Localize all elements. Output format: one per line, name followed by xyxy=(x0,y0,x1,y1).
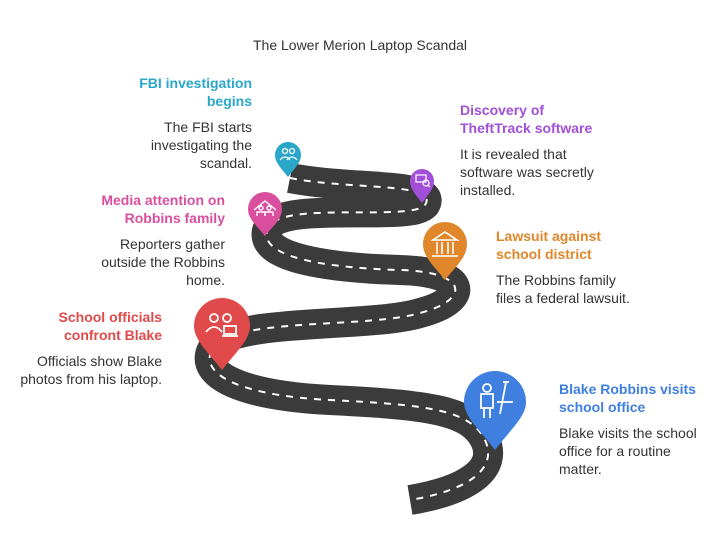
fbi-agents-icon xyxy=(279,147,298,161)
step-heading: Discovery of TheftTrack software xyxy=(460,102,593,136)
pin-theftrack-discovery xyxy=(410,169,434,203)
student-office-icon xyxy=(480,381,513,418)
step-heading: Blake Robbins visits school office xyxy=(559,381,696,415)
officials-laptop-icon xyxy=(205,313,238,337)
step-heading: Lawsuit against school district xyxy=(496,228,602,262)
step-media-attention: Media attention on Robbins family Report… xyxy=(80,191,225,289)
courthouse-icon xyxy=(430,231,460,257)
pin-fbi-investigation xyxy=(275,142,301,177)
step-fbi-investigation: FBI investigation begins The FBI starts … xyxy=(110,74,252,172)
step-officials-confront: School officials confront Blake Official… xyxy=(20,308,162,388)
step-heading: School officials confront Blake xyxy=(58,309,162,343)
pin-lawsuit xyxy=(423,222,467,280)
step-description: It is revealed that software was secretl… xyxy=(460,146,594,198)
step-heading: Media attention on Robbins family xyxy=(101,192,225,226)
pin-media-attention xyxy=(248,192,282,236)
step-theftrack-discovery: Discovery of TheftTrack software It is r… xyxy=(460,101,610,199)
pin-officials-confront xyxy=(194,298,250,370)
step-description: The Robbins family files a federal lawsu… xyxy=(496,272,630,306)
step-office-visit: Blake Robbins visits school office Blake… xyxy=(559,380,709,478)
step-description: The FBI starts investigating the scandal… xyxy=(150,119,252,171)
computer-discovery-icon xyxy=(415,174,431,188)
step-description: Blake visits the school office for a rou… xyxy=(559,425,697,477)
page-title: The Lower Merion Laptop Scandal xyxy=(252,37,468,53)
step-lawsuit: Lawsuit against school district The Robb… xyxy=(496,227,636,307)
step-description: Reporters gather outside the Robbins hom… xyxy=(101,236,225,288)
step-heading: FBI investigation begins xyxy=(139,75,252,109)
step-description: Officials show Blake photos from his lap… xyxy=(20,353,162,387)
family-reporters-icon xyxy=(253,200,277,216)
pin-office-visit xyxy=(464,371,526,450)
road-centerline xyxy=(208,177,490,501)
